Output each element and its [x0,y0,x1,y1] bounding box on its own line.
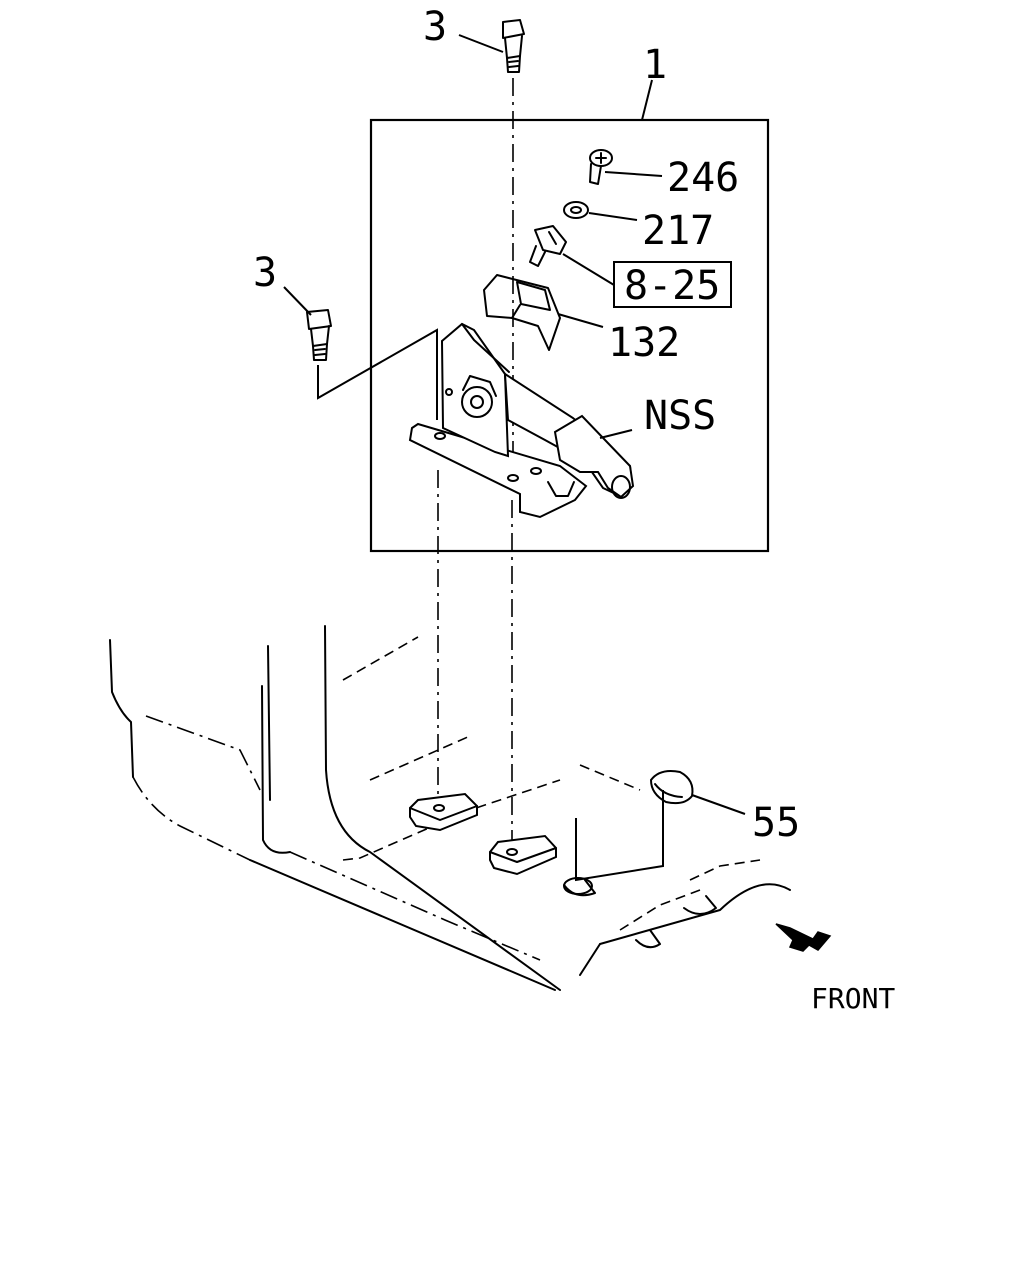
grommet-leader [691,794,746,815]
callout-switch-ref: 8-25 [624,263,720,309]
grommet-55 [563,770,694,895]
callout-washer: 217 [642,208,714,254]
callout-bolt-top: 3 [423,4,447,50]
screw-246 [589,149,613,185]
callout-cover: 132 [608,320,680,366]
assembly-leader [641,79,653,121]
cover-leader [557,313,604,328]
lever-assembly [408,322,635,519]
floor-pad-left [409,792,478,832]
washer-leader [588,212,638,221]
bolt-top-leader [458,34,504,53]
bolt-left-leader [283,286,312,316]
cover-132 [483,274,561,351]
callout-assembly: 1 [643,42,667,88]
callout-nss: NSS [644,393,716,439]
floor-pad-right [489,834,557,876]
switch-ref-box [613,261,732,308]
washer-217 [563,201,589,219]
assembly-frame [369,118,770,553]
switch-part [529,225,567,267]
callout-bolt-left: 3 [253,250,277,296]
switch-leader [562,253,615,286]
bolt-left-zigzag [317,328,438,420]
screw-leader [604,171,663,177]
callout-screw: 246 [667,155,739,201]
front-arrow-icon [775,923,832,952]
callout-grommet: 55 [752,800,800,846]
direction-label: FRONT [811,982,895,1015]
bolt-top [502,19,525,73]
bolt-left [306,309,332,361]
floor-panel [109,625,791,991]
nss-leader [599,429,633,439]
